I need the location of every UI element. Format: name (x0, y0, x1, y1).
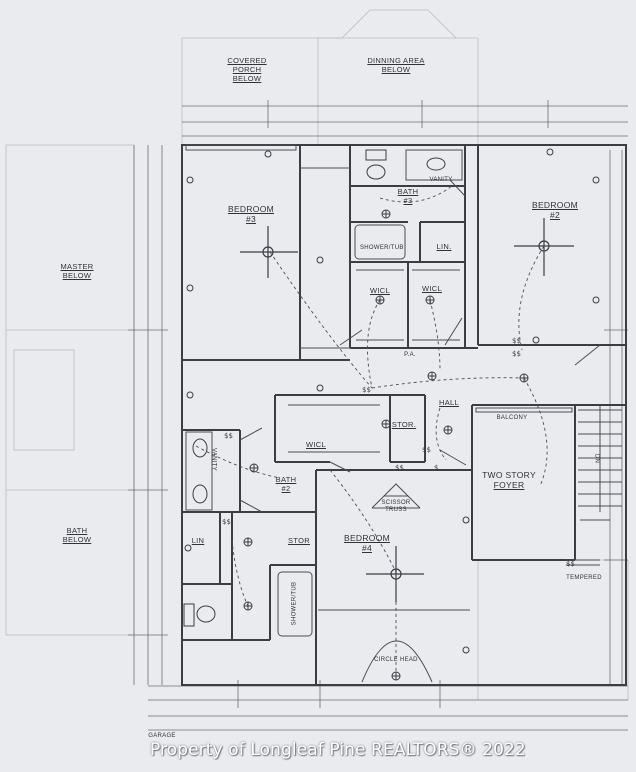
svg-text:$$: $$ (422, 446, 431, 454)
watermark: Property of Longleaf Pine REALTORS® 2022 (150, 740, 526, 760)
stair-down-label: DN (593, 453, 600, 464)
bath-below-label: BATH BELOW (62, 526, 92, 544)
svg-text:$$: $$ (222, 518, 231, 526)
vanity-left-label: VANITY (210, 447, 217, 472)
bath-2-label: BATH #2 (275, 475, 297, 493)
dining-area-label: DINNING AREA BELOW (367, 56, 425, 74)
wicl-mid-label: WICL (306, 440, 326, 449)
svg-text:$$: $$ (512, 337, 521, 345)
svg-text:$$: $$ (224, 432, 233, 440)
svg-text:$: $ (434, 464, 438, 472)
svg-text:$$: $$ (512, 350, 521, 358)
storage-mid-label: STOR. (391, 420, 417, 429)
electrical-runs (195, 185, 548, 676)
bedroom-3-label: BEDROOM #3 (227, 204, 275, 224)
shower-tub-top-label: SHOWER/TUB (360, 245, 404, 251)
dimension-lines (128, 100, 628, 731)
svg-text:$$: $$ (566, 560, 575, 568)
hall-label: HALL (439, 398, 459, 407)
bath-3-label: BATH #3 (397, 187, 419, 205)
covered-porch-label: COVERED PORCH BELOW (227, 56, 267, 83)
switch-icon: $$ $$ $$ $$ $$ $$ $$ $ $$ (222, 337, 575, 568)
balcony-label: BALCONY (496, 415, 528, 421)
ceiling-fan-icon (514, 218, 574, 276)
svg-text:$$: $$ (362, 386, 371, 394)
toilet-icon (183, 603, 216, 627)
light-fixture-icon (184, 148, 600, 681)
svg-text:$$: $$ (395, 464, 404, 472)
ceiling-fan-icon (240, 226, 298, 278)
garage-label: GARAGE (148, 733, 176, 739)
wicl-left-label: WICL (370, 286, 390, 295)
pa-label: P.A. (404, 352, 416, 358)
master-below-label: MASTER BELOW (60, 262, 94, 280)
walls (181, 144, 627, 686)
storage-low-label: STOR (288, 536, 310, 545)
linen-left-label: LIN (191, 536, 205, 545)
shower-tub-left-label: SHOWER/TUB (291, 581, 298, 626)
scissor-truss-label: SCISSOR TRUSS (381, 500, 411, 513)
bedroom-4-label: BEDROOM #4 (343, 533, 391, 553)
ceiling-fan-icon (366, 546, 424, 602)
vanity-top-label: VANITY (429, 177, 453, 183)
bedroom-2-label: BEDROOM #2 (531, 200, 579, 220)
sink-icon (192, 157, 446, 504)
interior-details (185, 144, 622, 683)
wicl-right-label: WICL (422, 284, 442, 293)
two-story-foyer-label: TWO STORY FOYER (482, 470, 536, 490)
tempered-label: TEMPERED (566, 575, 602, 581)
toilet-icon (365, 149, 387, 180)
linen-top-label: LIN. (436, 242, 452, 251)
circle-head-label: CIRCLE HEAD (374, 657, 418, 663)
